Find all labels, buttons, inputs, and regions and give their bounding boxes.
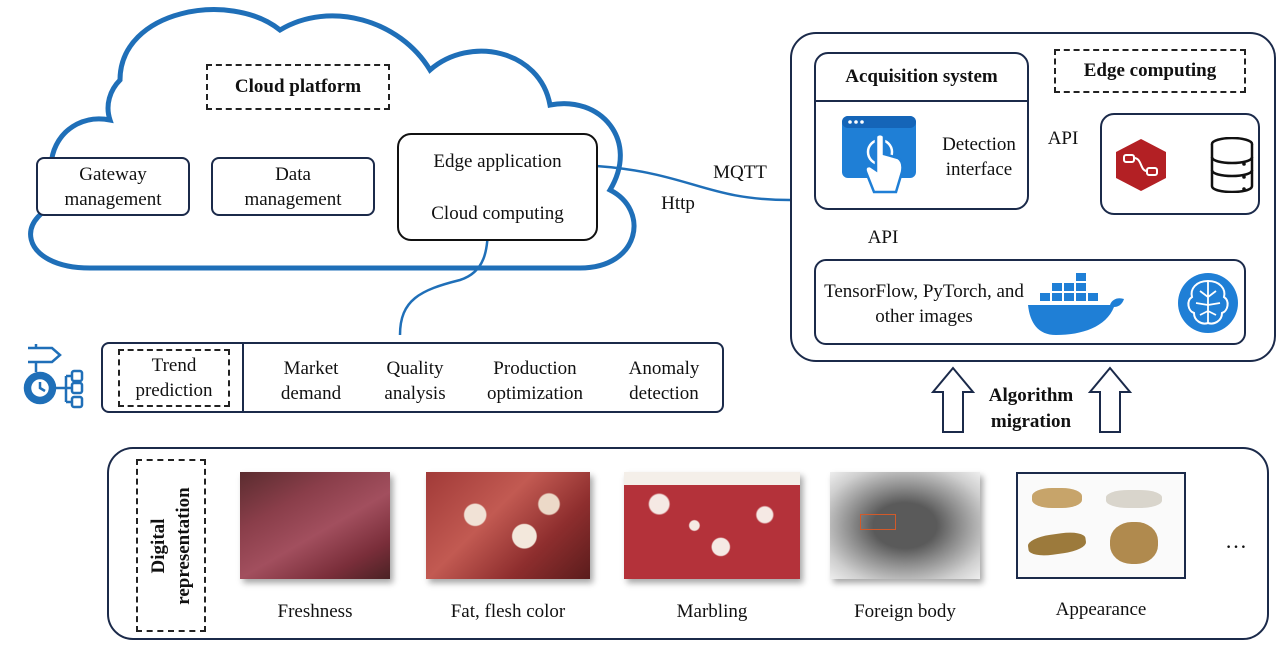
acquisition-system-box: Acquisition system Detection interface: [814, 52, 1029, 210]
cloud-platform-title: Cloud platform: [206, 64, 390, 110]
caption-freshness: Freshness: [277, 601, 353, 622]
trend-prediction-label: Trend prediction: [135, 355, 213, 401]
caption-foreign-body: Foreign body: [854, 601, 956, 622]
nodered-database-box: [1100, 113, 1260, 215]
database-icon: [1210, 136, 1254, 194]
edge-application-label: Edge application: [433, 151, 562, 172]
data-management-label: Data management: [244, 163, 342, 210]
trend-prediction-box: Trend prediction: [118, 349, 230, 407]
digital-representation-label: Digital representation: [148, 486, 195, 605]
mqtt-arrow: [579, 163, 791, 202]
cloud-platform-title-text: Cloud platform: [234, 76, 362, 97]
api-label-bottom: API: [867, 227, 899, 248]
cloud-shape: [28, 7, 637, 271]
appearance-photo: [1016, 472, 1186, 579]
node-red-icon: [1114, 137, 1168, 193]
tasks-icon: [22, 342, 86, 410]
frameworks-label: TensorFlow, PyTorch, and other images: [824, 281, 1024, 327]
edge-cloud-box: [397, 133, 598, 241]
detection-interface-label: Detection interface: [942, 134, 1016, 180]
frameworks-box: TensorFlow, PyTorch, and other images: [814, 259, 1246, 345]
marbling-photo: [624, 472, 800, 579]
tasks-to-cloud-arrow: [398, 224, 490, 336]
migration-arrow-left: [930, 366, 976, 433]
task-market-demand: Market demand: [280, 358, 342, 404]
migration-arrow-right: [1087, 366, 1133, 433]
cloud-computing-label: Cloud computing: [431, 203, 564, 224]
tasks-box: [101, 342, 724, 413]
tasks-divider: [242, 344, 244, 411]
caption-fat-flesh-color: Fat, flesh color: [450, 601, 566, 622]
mqtt-label: MQTT: [713, 162, 767, 183]
touch-screen-icon: [840, 114, 920, 196]
edge-computing-title: Edge computing: [1054, 49, 1246, 93]
acquisition-system-title: Acquisition system: [816, 54, 1027, 102]
api-label-top: API: [1047, 128, 1079, 149]
ai-brain-icon: [1176, 271, 1240, 335]
task-quality-analysis: Quality analysis: [384, 358, 446, 404]
gateway-management-label: Gateway management: [64, 163, 162, 210]
foreign-body-marker: [860, 514, 896, 530]
edge-computing-title-text: Edge computing: [1083, 60, 1217, 81]
algorithm-migration-label: Algorithm migration: [988, 385, 1074, 432]
foreign-body-photo: [830, 472, 980, 579]
more-ellipsis: …: [1225, 528, 1247, 553]
fat-flesh-photo: [426, 472, 590, 579]
task-anomaly-detection: Anomaly detection: [628, 358, 700, 404]
gateway-management-box: Gateway management: [36, 157, 190, 216]
docker-icon: [1026, 271, 1126, 337]
caption-marbling: Marbling: [676, 601, 748, 622]
task-production-optimization: Production optimization: [486, 358, 584, 404]
caption-appearance: Appearance: [1055, 599, 1147, 620]
http-label: Http: [661, 193, 695, 214]
digital-representation-tag: Digital representation: [136, 459, 206, 632]
data-management-box: Data management: [211, 157, 375, 216]
freshness-photo: [240, 472, 390, 579]
